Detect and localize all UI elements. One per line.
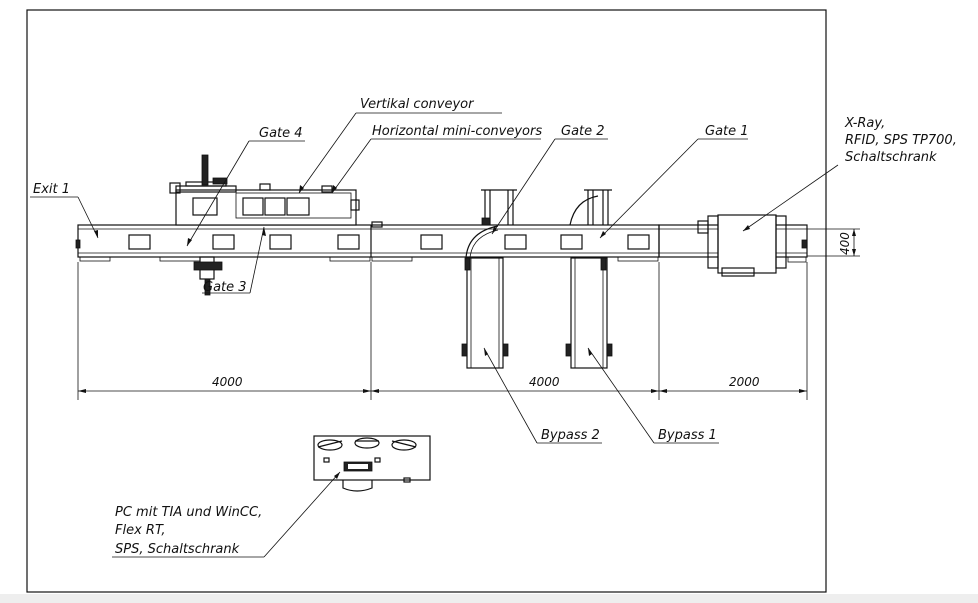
dimension-seg1: 4000: [212, 375, 243, 389]
dimension-seg2: 4000: [529, 375, 560, 389]
main-conveyor: [75, 224, 660, 262]
gate-1-unit: [569, 189, 612, 226]
label-xray-line1: X-Ray,: [844, 116, 885, 131]
label-bypass-1: Bypass 1: [658, 428, 717, 443]
dimension-height: 400: [838, 232, 852, 255]
label-pc-line1: PC mit TIA und WinCC,: [115, 505, 262, 520]
label-gate-4: Gate 4: [259, 126, 303, 141]
xray-housing: [697, 214, 787, 277]
label-pc-line2: Flex RT,: [115, 523, 165, 538]
dimension-seg3: 2000: [729, 375, 760, 389]
dimension-lines: [77, 228, 860, 400]
label-exit-1: Exit 1: [33, 182, 70, 197]
gate-2-unit: [465, 189, 517, 259]
label-xray-line2: RFID, SPS TP700,: [845, 133, 957, 148]
label-pc-line3: SPS, Schaltschrank: [115, 542, 240, 557]
drawing-frame: [26, 9, 827, 593]
pc-station: [313, 435, 431, 492]
leader-lines: [30, 112, 839, 558]
vertical-conveyor-assembly: [169, 154, 383, 296]
bypass-2-conveyor: [461, 257, 509, 369]
label-gate-2: Gate 2: [561, 124, 605, 139]
label-gate-1: Gate 1: [705, 124, 749, 139]
page-bottom-strip: [0, 594, 978, 603]
label-gate-3: Gate 3: [203, 280, 247, 295]
label-bypass-2: Bypass 2: [541, 428, 600, 443]
leader-arrowheads: [94, 185, 750, 479]
label-horizontal-mini-conveyors: Horizontal mini-conveyors: [372, 124, 542, 139]
label-xray-line3: Schaltschrank: [845, 150, 937, 165]
label-vertikal-conveyor: Vertikal conveyor: [360, 97, 475, 112]
bypass-1-conveyor: [565, 257, 613, 369]
